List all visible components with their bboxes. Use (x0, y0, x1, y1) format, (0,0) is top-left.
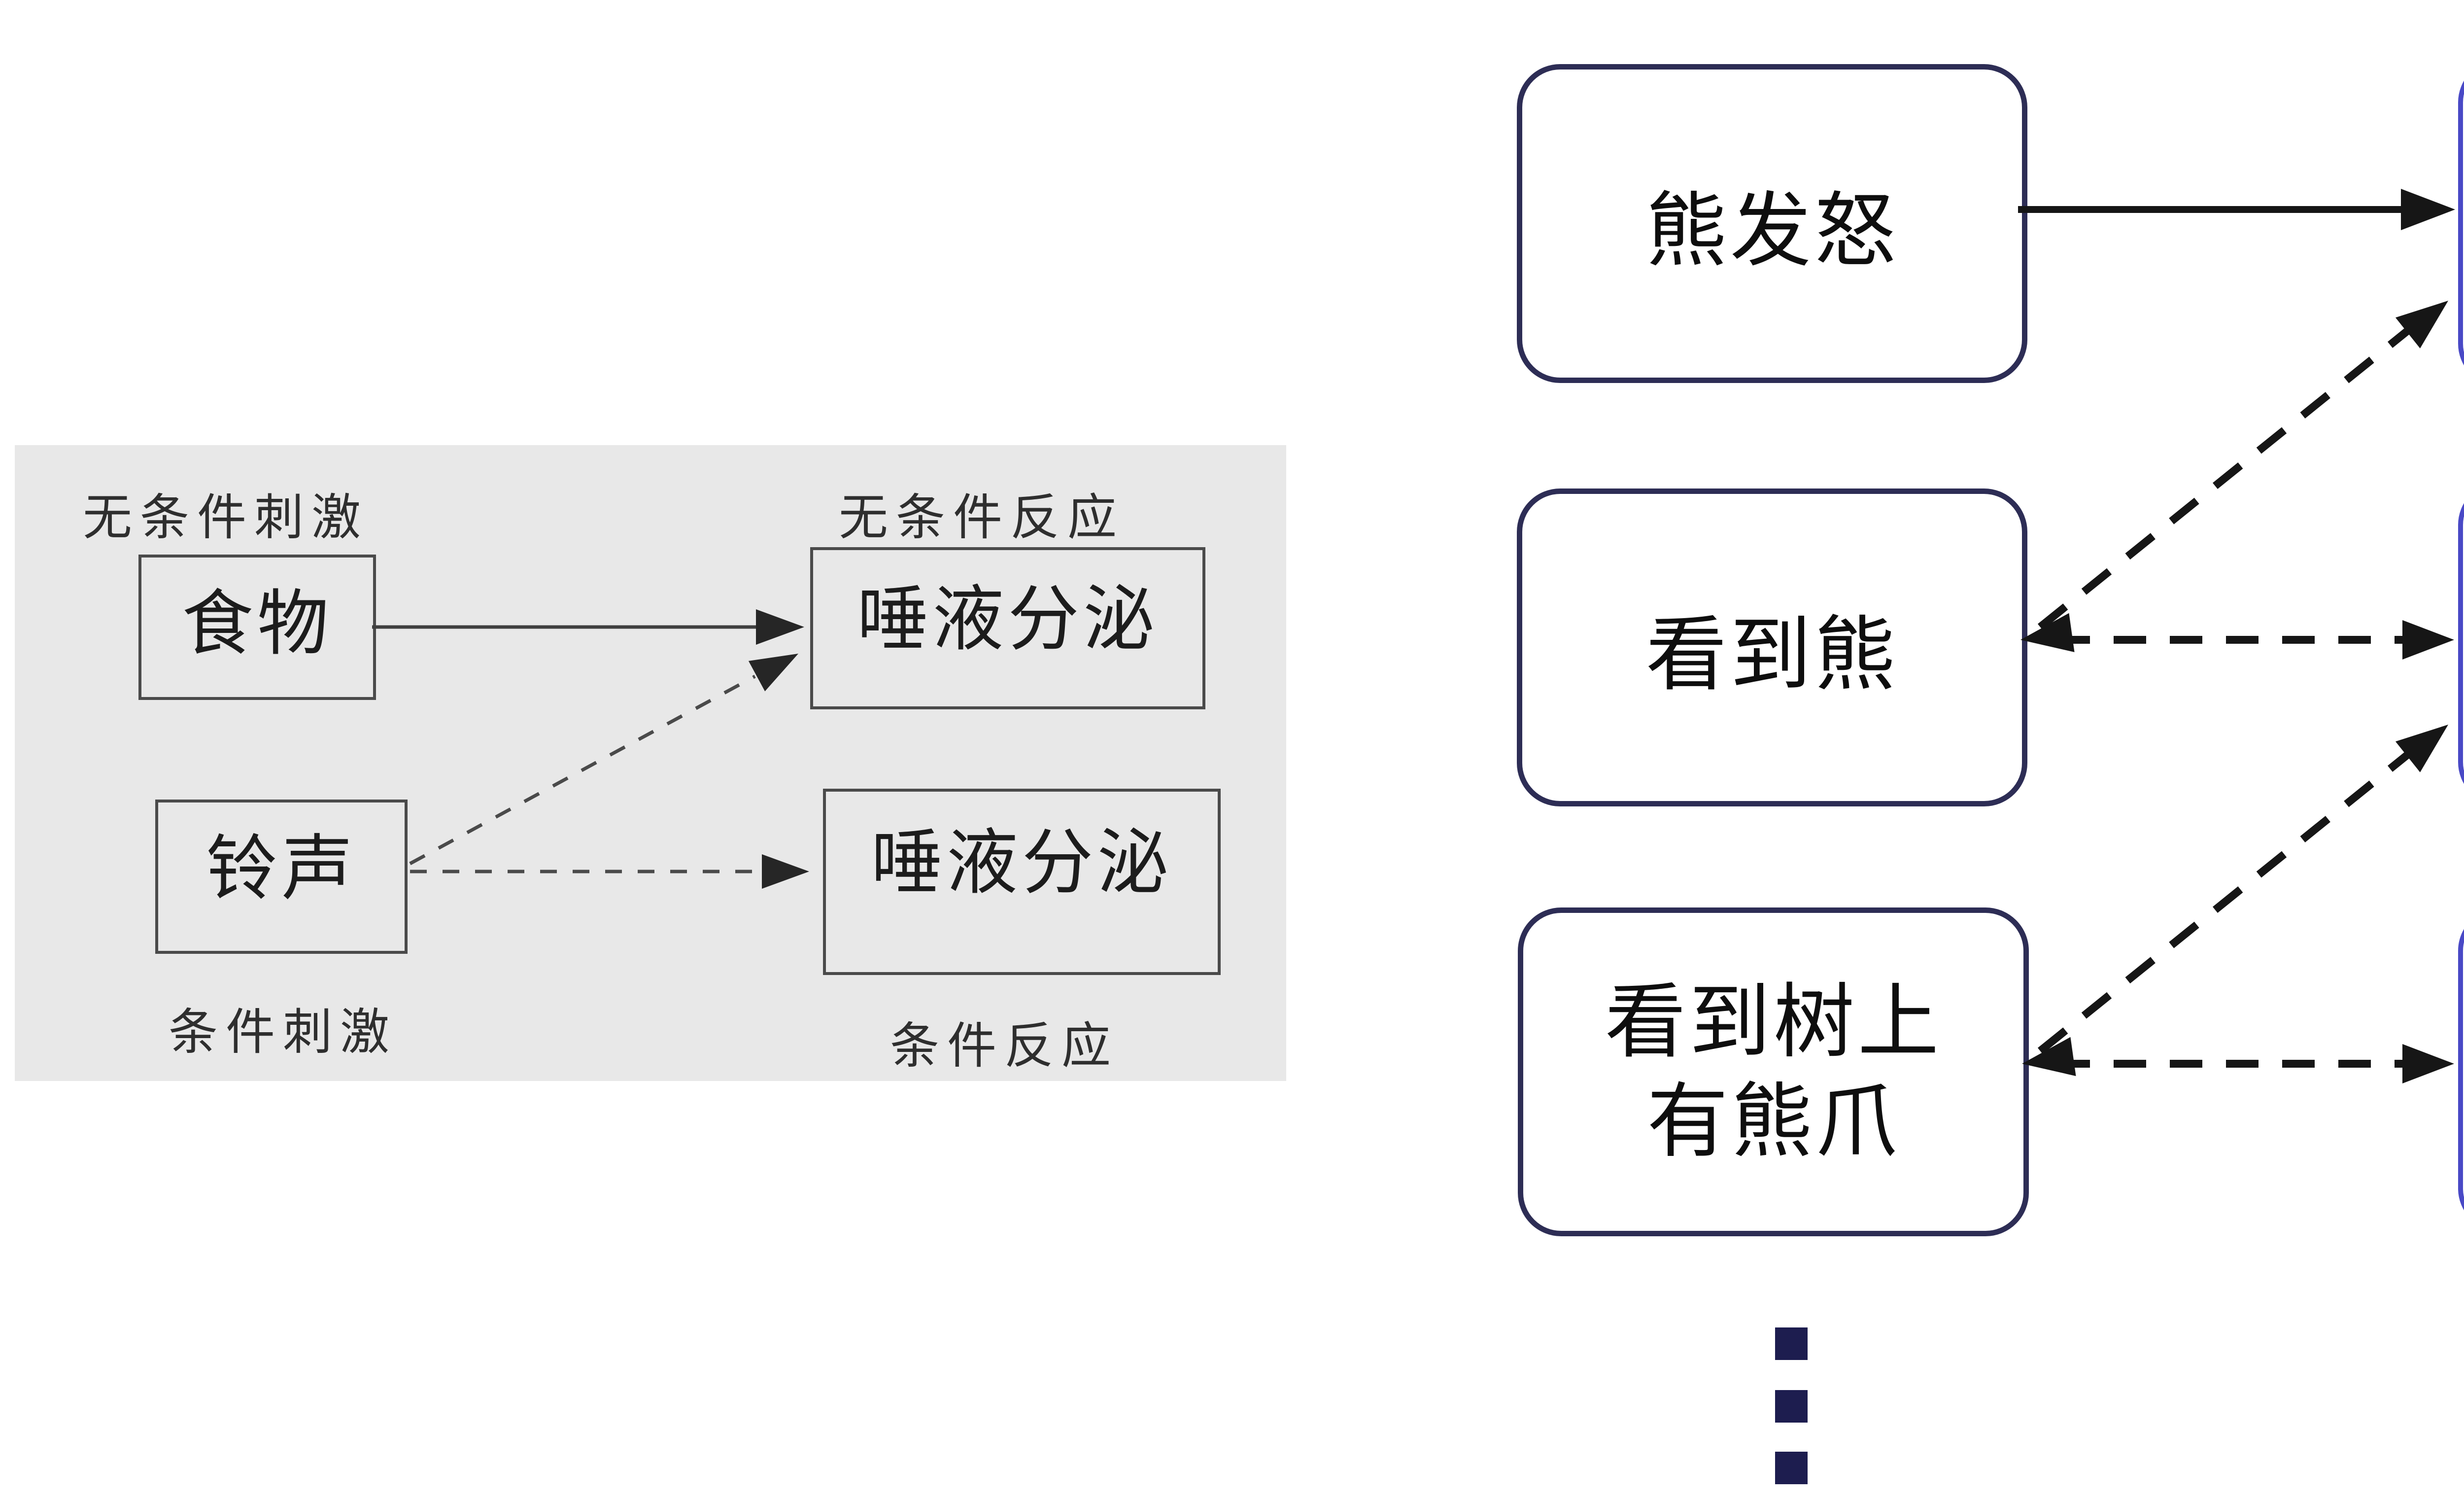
node-see-bear-label: 看到熊 (1645, 609, 1899, 700)
box-bell: 铃声 (155, 800, 408, 954)
dot-icon (1775, 1327, 1808, 1360)
dot-icon (1775, 1390, 1808, 1423)
node-bear-angry: 熊发怒 (1517, 64, 2027, 383)
label-conditioned-response: 条件反应 (890, 1018, 1119, 1074)
label-unconditioned-response: 无条件反应 (839, 490, 1125, 545)
arrow-see-bear-to-value-s-prime (2020, 613, 2454, 660)
box-bell-label: 铃声 (206, 829, 357, 908)
node-see-claws: 看到树上 有熊爪 (1518, 907, 2029, 1236)
node-see-claws-label-line2: 有熊爪 (1647, 1076, 1900, 1167)
arrow-see-claws-to-value-s-prime (2037, 725, 2448, 1054)
box-salivation-bottom-label: 唾液分泌 (871, 823, 1173, 903)
node-see-claws-label-line1: 看到树上 (1605, 976, 1942, 1068)
dot-icon (1775, 1452, 1808, 1484)
box-salivation-top: 唾液分泌 (810, 547, 1205, 709)
node-reward: 奖励 (2458, 59, 2464, 387)
node-see-bear: 看到熊 (1517, 488, 2027, 806)
box-food-label: 食物 (182, 584, 333, 663)
arrow-see-bear-to-reward (2037, 301, 2448, 630)
box-salivation-bottom: 唾液分泌 (823, 789, 1221, 975)
node-value-s-prime: V(s′) (2458, 482, 2464, 805)
box-food: 食物 (138, 555, 376, 700)
label-unconditioned-stimulus: 无条件刺激 (83, 490, 369, 545)
arrow-see-claws-to-value-s (2022, 1037, 2454, 1083)
arrow-bear-angry-to-reward (2018, 189, 2455, 230)
label-conditioned-stimulus: 条件刺激 (169, 1005, 397, 1060)
node-value-s: V(s) (2458, 907, 2464, 1232)
node-bear-angry-label: 熊发怒 (1645, 185, 1899, 276)
box-salivation-top-label: 唾液分泌 (857, 579, 1159, 659)
